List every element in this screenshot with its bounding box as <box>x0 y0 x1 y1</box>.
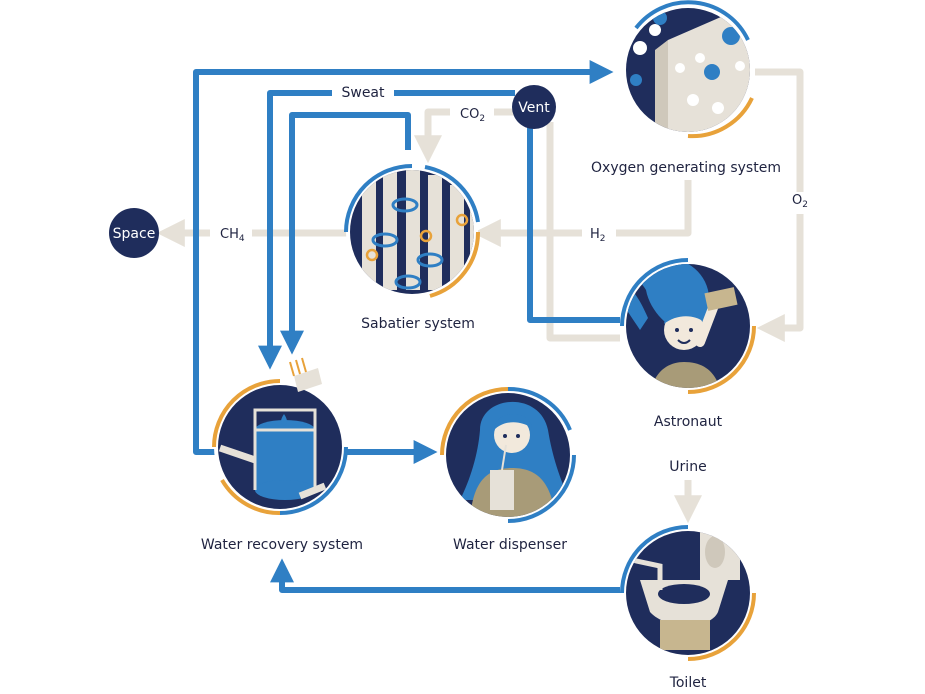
astronaut-node: Astronaut <box>620 258 756 430</box>
oxygen-system-label: Oxygen generating system <box>591 160 781 176</box>
astronaut-label: Astronaut <box>654 414 723 430</box>
vent-blue-flow <box>527 122 620 323</box>
sweat-label: Sweat <box>341 85 385 101</box>
toilet-node: Toilet <box>620 525 756 691</box>
sabatier-water-flow <box>280 112 411 355</box>
sabatier-system-label: Sabatier system <box>361 316 475 332</box>
water-recovery-node: Water recovery system <box>201 357 363 553</box>
blue-flows <box>193 60 620 593</box>
astronaut-exhale-flow <box>546 122 620 342</box>
water-to-oxygen-flow <box>193 60 614 455</box>
ch4-label: CH4 <box>220 227 245 244</box>
water-dispenser-label: Water dispenser <box>453 537 567 553</box>
water-recovery-label: Water recovery system <box>201 537 363 553</box>
urine-label: Urine <box>669 459 706 475</box>
h2-label: H2 <box>590 227 606 244</box>
space-label: Space <box>113 226 156 242</box>
vent-node: Vent <box>512 85 556 129</box>
vent-label: Vent <box>518 100 550 116</box>
toilet-label: Toilet <box>669 675 707 691</box>
space-node: Space <box>109 208 159 258</box>
water-dispenser-node: Water dispenser <box>440 386 576 553</box>
sweat-flow <box>258 90 515 370</box>
sabatier-system-node: Sabatier system <box>344 164 481 332</box>
oxygen-system-node: Oxygen generating system <box>591 0 781 176</box>
co2-label: CO2 <box>460 107 485 124</box>
filter-icon <box>289 357 322 392</box>
toilet-to-water-flow <box>270 558 620 593</box>
o2-label: O2 <box>792 193 808 210</box>
